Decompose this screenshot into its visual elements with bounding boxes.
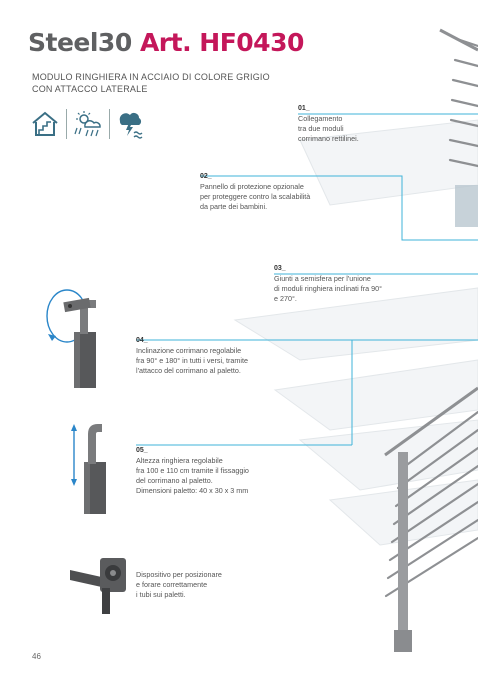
callout-line: l'attacco del corrimano al paletto. [136, 366, 241, 375]
accessory-line: i tubi sui paletti. [136, 590, 186, 599]
callout-05: 05_ Altezza ringhiera regolabile fra 100… [136, 446, 249, 496]
callout-line: del corrimano al paletto. [136, 476, 213, 485]
callout-number: 04_ [136, 337, 148, 344]
page-title: Steel30 Art. HF0430 [28, 28, 304, 57]
icon-separator [66, 109, 67, 139]
callout-line: corrimano rettilinei. [298, 134, 359, 143]
callout-line: di moduli ringhiera inclinati fra 90° [274, 284, 382, 293]
callout-01: 01_ Collegamento tra due moduli corriman… [298, 104, 359, 144]
callout-number: 02_ [200, 173, 212, 180]
accessory-note: Dispositivo per posizionare e forare cor… [136, 570, 222, 600]
callout-line: e 270°. [274, 294, 297, 303]
page-subtitle: MODULO RINGHIERA IN ACCIAIO DI COLORE GR… [32, 71, 270, 95]
tilt-bracket-image [46, 289, 96, 388]
usage-icons [30, 108, 146, 140]
callout-line: fra 100 e 110 cm tramite il fissaggio [136, 466, 249, 475]
callout-line: Inclinazione corrimano regolabile [136, 346, 242, 355]
callout-number: 01_ [298, 105, 310, 112]
callout-line: Giunti a semisfera per l'unione [274, 274, 371, 283]
page-number: 46 [32, 652, 41, 661]
brand-name: Steel30 [28, 28, 132, 57]
callout-line: fra 90° e 180° in tutti i versi, tramite [136, 356, 249, 365]
callout-line: Collegamento [298, 114, 343, 123]
icon-separator [109, 109, 110, 139]
accessory-line: e forare correttamente [136, 580, 208, 589]
callout-02: 02_ Pannello di protezione opzionale per… [200, 172, 310, 212]
callout-number: 03_ [274, 265, 286, 272]
callout-03: 03_ Giunti a semisfera per l'unione di m… [274, 264, 382, 304]
callout-line: Pannello di protezione opzionale [200, 182, 304, 191]
callout-04: 04_ Inclinazione corrimano regolabile fr… [136, 336, 248, 376]
subtitle-line-2: CON ATTACCO LATERALE [32, 84, 148, 94]
callout-line: Altezza ringhiera regolabile [136, 456, 223, 465]
height-adjust-image [71, 424, 106, 514]
drilling-jig-image [70, 558, 126, 614]
outdoor-sun-rain-icon [74, 111, 101, 137]
subtitle-line-1: MODULO RINGHIERA IN ACCIAIO DI COLORE GR… [32, 72, 270, 82]
indoor-house-icon [32, 111, 58, 136]
storm-sea-icon [119, 113, 143, 139]
callout-line: per proteggere contro la scalabilità [200, 192, 311, 201]
callout-line: tra due moduli [298, 124, 344, 133]
callout-number: 05_ [136, 447, 148, 454]
article-code: Art. HF0430 [139, 28, 304, 57]
accessory-line: Dispositivo per posizionare [136, 570, 222, 579]
callout-line: Dimensioni paletto: 40 x 30 x 3 mm [136, 486, 249, 495]
callout-line: da parte dei bambini. [200, 202, 268, 211]
